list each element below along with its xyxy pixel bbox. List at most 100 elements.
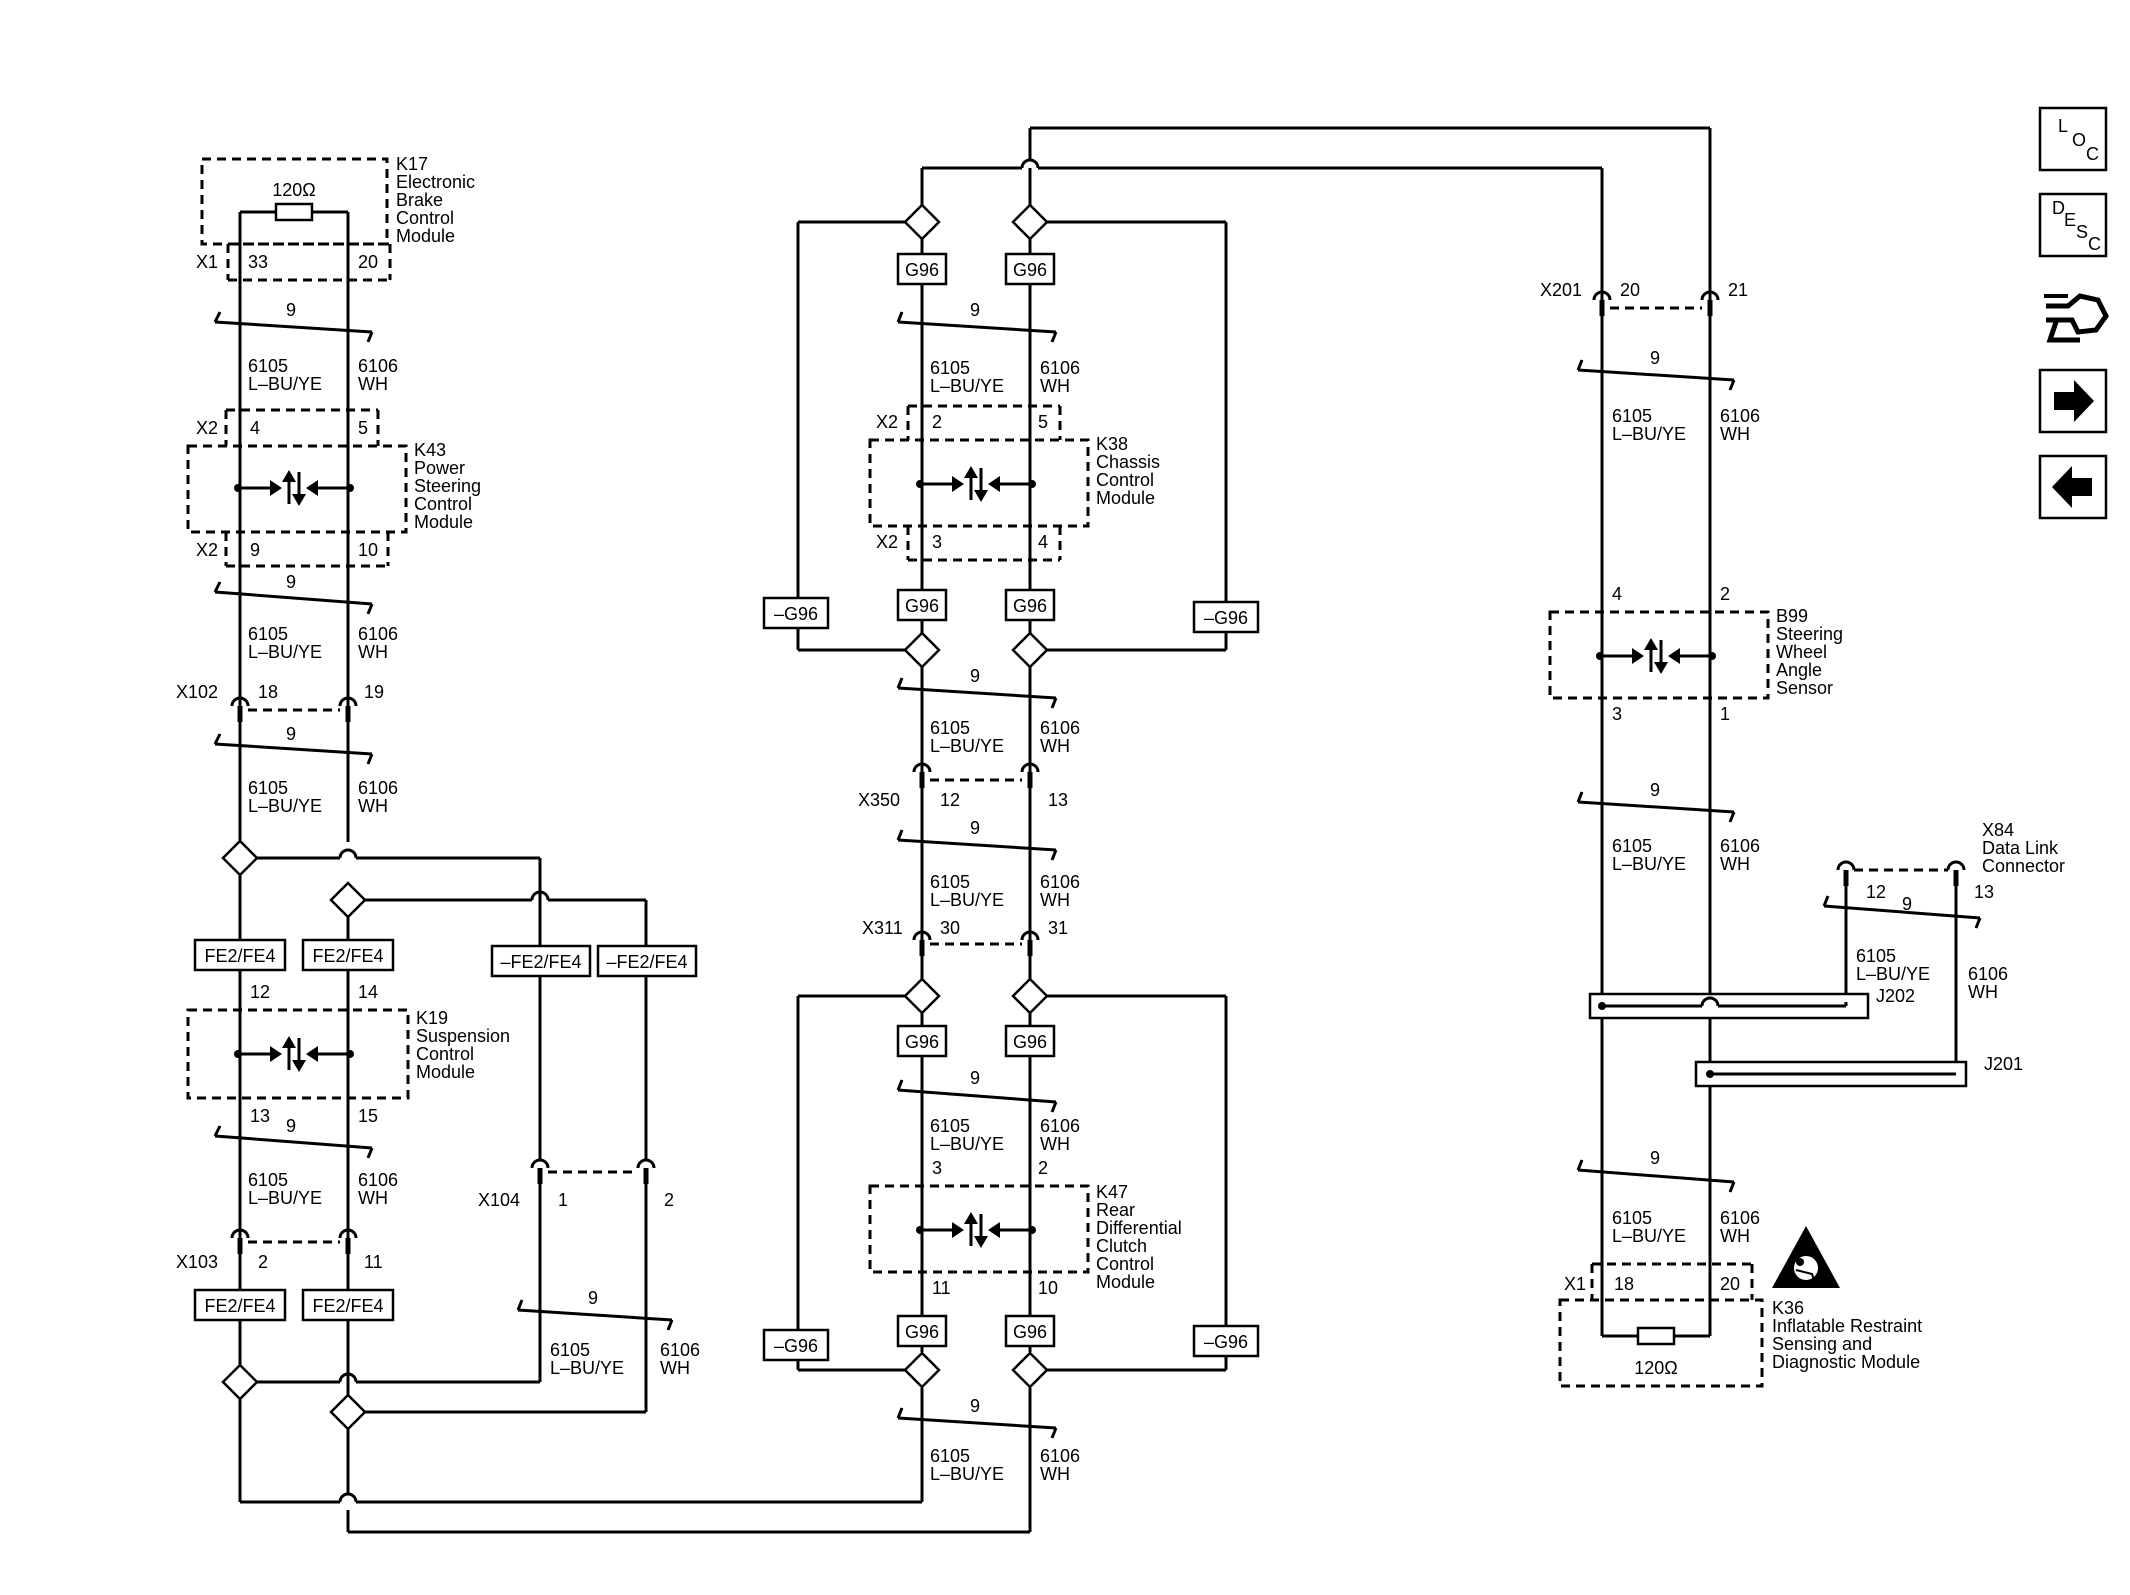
svg-text:C: C [2086, 144, 2099, 164]
svg-text:4: 4 [1038, 532, 1048, 552]
svg-text:G96: G96 [905, 1322, 939, 1342]
connector-view-button[interactable] [2044, 293, 2109, 343]
svg-text:X2: X2 [196, 540, 218, 560]
svg-text:14: 14 [358, 982, 378, 1002]
svg-text:G96: G96 [1013, 596, 1047, 616]
svg-text:12: 12 [940, 790, 960, 810]
description-button[interactable]: D E S C [2038, 192, 2108, 258]
component-label: Brake [396, 190, 443, 210]
svg-text:13: 13 [250, 1106, 270, 1126]
x350-inline-connector: X350 12 13 [858, 764, 1068, 810]
svg-text:B99: B99 [1776, 606, 1808, 626]
svg-text:G96: G96 [1013, 260, 1047, 280]
svg-text:6105: 6105 [1612, 406, 1652, 426]
airbag-warning-icon [1772, 1226, 1840, 1288]
svg-text:19: 19 [364, 682, 384, 702]
svg-text:D: D [2052, 198, 2065, 218]
svg-text:S: S [2076, 222, 2088, 242]
svg-text:WH: WH [660, 1358, 690, 1378]
svg-text:6105: 6105 [930, 358, 970, 378]
svg-text:9: 9 [1650, 348, 1660, 368]
svg-text:6106: 6106 [1040, 1116, 1080, 1136]
svg-text:6105: 6105 [248, 624, 288, 644]
svg-text:1: 1 [1720, 704, 1730, 724]
svg-text:6106: 6106 [1720, 406, 1760, 426]
svg-text:FE2/FE4: FE2/FE4 [312, 1296, 383, 1316]
svg-text:Data Link: Data Link [1982, 838, 2059, 858]
svg-text:6106: 6106 [1040, 872, 1080, 892]
svg-text:WH: WH [358, 1188, 388, 1208]
svg-text:E: E [2064, 210, 2076, 230]
svg-text:18: 18 [258, 682, 278, 702]
svg-text:9: 9 [970, 300, 980, 320]
svg-text:5: 5 [1038, 412, 1048, 432]
svg-text:FE2/FE4: FE2/FE4 [204, 946, 275, 966]
k43-power-steering-module: X2 4 5 X2 9 10 K43 Power Steering Contro… [186, 408, 481, 568]
svg-text:6106: 6106 [1040, 358, 1080, 378]
b99-steering-wheel-angle-sensor: 4 2 3 1 B99 Steering Wheel Angle Sensor [1548, 584, 1843, 724]
svg-text:L–BU/YE: L–BU/YE [1856, 964, 1930, 984]
can-bus-wires-col2 [920, 126, 1710, 1352]
svg-text:K47: K47 [1096, 1182, 1128, 1202]
j201-splice-bar: J201 [1694, 1054, 2023, 1088]
svg-text:X350: X350 [858, 790, 900, 810]
svg-text:X2: X2 [876, 532, 898, 552]
svg-text:6106: 6106 [358, 624, 398, 644]
svg-text:C: C [2088, 234, 2101, 254]
component-label: Electronic [396, 172, 475, 192]
svg-text:9: 9 [286, 724, 296, 744]
svg-text:Control: Control [1096, 1254, 1154, 1274]
svg-text:L–BU/YE: L–BU/YE [930, 736, 1004, 756]
svg-text:L–BU/YE: L–BU/YE [930, 1464, 1004, 1484]
svg-text:6105: 6105 [1612, 1208, 1652, 1228]
svg-text:Differential: Differential [1096, 1218, 1182, 1238]
svg-text:Sensor: Sensor [1776, 678, 1833, 698]
svg-text:L–BU/YE: L–BU/YE [248, 796, 322, 816]
svg-text:120Ω: 120Ω [1634, 1358, 1678, 1378]
svg-text:G96: G96 [1013, 1322, 1047, 1342]
svg-text:L: L [2058, 116, 2068, 136]
lower-g96-splices: G96 G96 [796, 977, 1228, 1330]
svg-text:K43: K43 [414, 440, 446, 460]
previous-page-button[interactable] [2038, 454, 2108, 520]
svg-text:G96: G96 [905, 1032, 939, 1052]
svg-text:WH: WH [1040, 890, 1070, 910]
splice-network-col1 [221, 839, 648, 946]
k19-suspension-module: 12 14 13 15 K19 Suspension Control Modul… [186, 982, 510, 1126]
svg-text:6105: 6105 [248, 356, 288, 376]
svg-text:10: 10 [1038, 1278, 1058, 1298]
svg-text:Module: Module [1096, 488, 1155, 508]
pin-number: 33 [248, 252, 268, 272]
svg-text:6105: 6105 [930, 1116, 970, 1136]
svg-text:O: O [2072, 130, 2086, 150]
connector-icon [2044, 293, 2109, 343]
svg-text:9: 9 [286, 300, 296, 320]
svg-text:G96: G96 [1013, 1032, 1047, 1052]
component-label: Module [396, 226, 455, 246]
svg-text:9: 9 [970, 818, 980, 838]
x201-inline-connector: X201 20 21 [1540, 280, 1748, 316]
svg-text:WH: WH [358, 642, 388, 662]
svg-text:Power: Power [414, 458, 465, 478]
location-button[interactable]: L O C [2038, 106, 2108, 172]
svg-text:K36: K36 [1772, 1298, 1804, 1318]
svg-text:J202: J202 [1876, 986, 1915, 1006]
svg-text:6106: 6106 [358, 1170, 398, 1190]
mid-g96-splices: G96 G96 –G96 –G96 [762, 588, 1260, 669]
svg-text:Module: Module [1096, 1272, 1155, 1292]
svg-text:K38: K38 [1096, 434, 1128, 454]
svg-text:21: 21 [1728, 280, 1748, 300]
svg-text:X2: X2 [196, 418, 218, 438]
svg-text:6106: 6106 [1968, 964, 2008, 984]
svg-text:X201: X201 [1540, 280, 1582, 300]
next-page-button[interactable] [2038, 368, 2108, 434]
svg-text:Diagnostic Module: Diagnostic Module [1772, 1352, 1920, 1372]
svg-text:9: 9 [970, 666, 980, 686]
svg-text:Module: Module [414, 512, 473, 532]
